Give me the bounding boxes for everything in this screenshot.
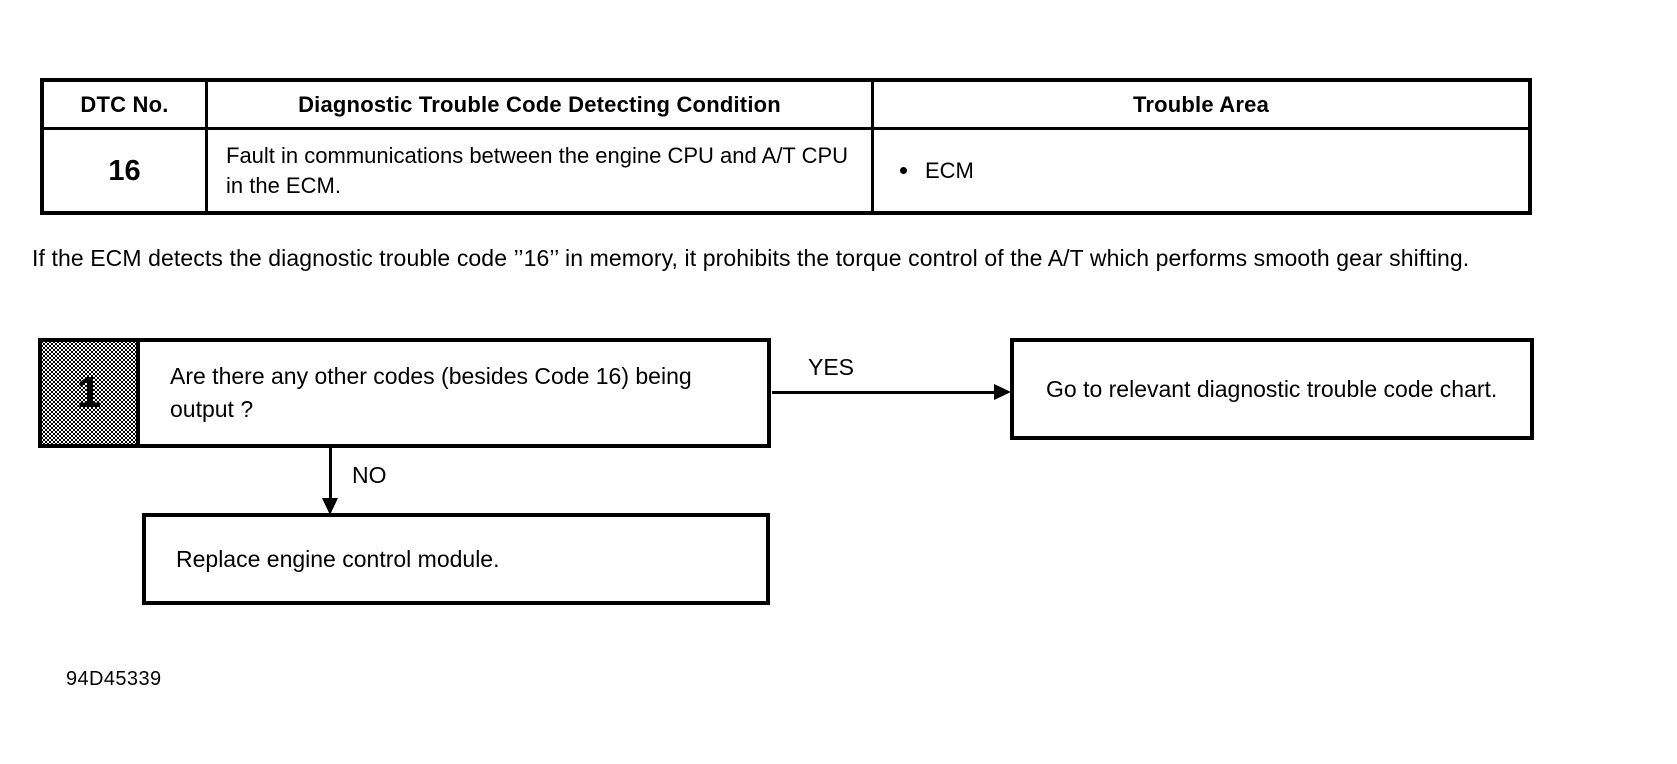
step-question-text: Are there any other codes (besides Code … (140, 342, 767, 444)
cell-dtc-no: 16 (44, 130, 208, 212)
table-row: 16 Fault in communications between the e… (44, 130, 1528, 212)
intro-paragraph: If the ECM detects the diagnostic troubl… (32, 245, 1470, 271)
step-number-badge: 1 (42, 342, 140, 444)
cell-trouble-area: ECM (874, 130, 1528, 212)
bullet-icon (900, 167, 907, 174)
flow-outcome-no: Replace engine control module. (142, 513, 770, 605)
dtc-table: DTC No. Diagnostic Trouble Code Detectin… (40, 78, 1532, 215)
column-header-detecting-condition: Diagnostic Trouble Code Detecting Condit… (208, 82, 874, 127)
flow-outcome-yes: Go to relevant diagnostic trouble code c… (1010, 338, 1534, 440)
cell-detecting-condition: Fault in communications between the engi… (208, 130, 874, 212)
column-header-dtc-no: DTC No. (44, 82, 208, 127)
table-header-row: DTC No. Diagnostic Trouble Code Detectin… (44, 82, 1528, 130)
trouble-area-value: ECM (925, 158, 974, 183)
trouble-area-list-item: ECM (900, 158, 974, 184)
no-arrowhead-icon (322, 498, 338, 515)
flow-step-1: 1 Are there any other codes (besides Cod… (38, 338, 771, 448)
yes-arrowhead-icon (994, 384, 1011, 400)
no-connector-line (329, 448, 332, 506)
column-header-trouble-area: Trouble Area (1132, 91, 1270, 117)
step-number-label: 1 (76, 368, 102, 417)
no-branch-label: NO (352, 462, 387, 488)
yes-branch-label: YES (808, 354, 855, 380)
yes-connector-line (772, 391, 1000, 394)
figure-reference-code: 94D45339 (66, 668, 162, 690)
